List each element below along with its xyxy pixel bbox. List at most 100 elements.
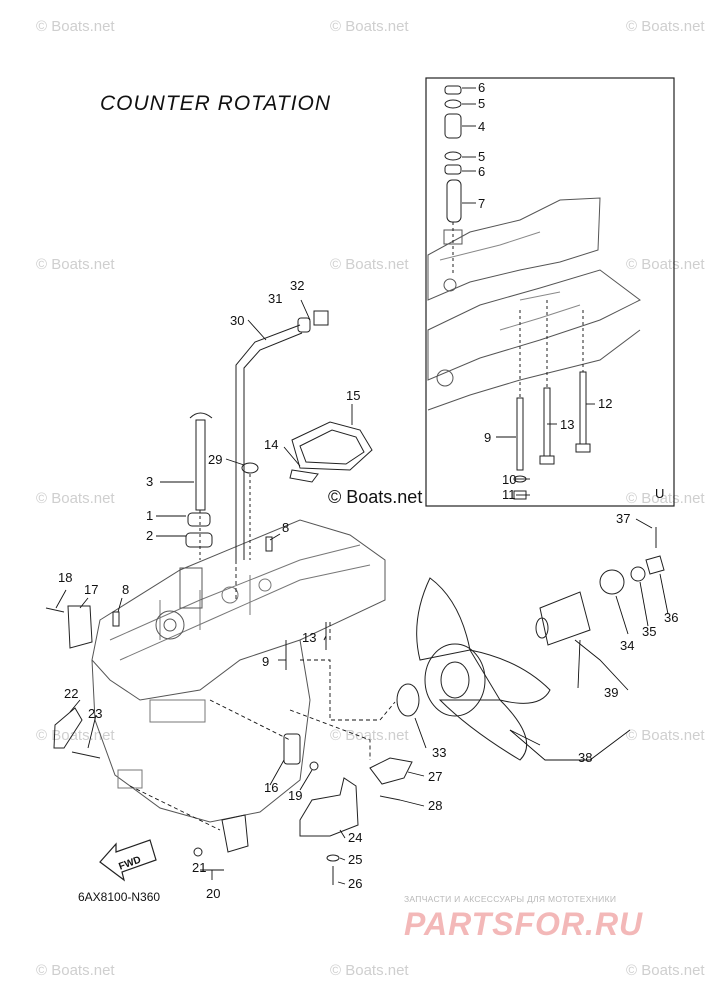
callout-23: 23 (88, 706, 102, 721)
callout-30: 30 (230, 313, 244, 328)
callout-38: 38 (578, 750, 592, 765)
callout-13: 13 (560, 417, 574, 432)
callout-26: 26 (348, 876, 362, 891)
part-1-grommet (187, 512, 211, 527)
part-20-plate (221, 814, 249, 853)
watermark: © Boats.net (36, 18, 115, 35)
fwd-label: FWD (117, 855, 142, 873)
callout-33: 33 (432, 745, 446, 760)
callout-27: 27 (428, 769, 442, 784)
watermark: © Boats.net (330, 727, 409, 744)
boats-net-stamp: © Boats.net (328, 487, 423, 507)
callout-29: 29 (208, 452, 222, 467)
callout-5: 5 (478, 149, 485, 164)
callout-8: 8 (122, 582, 129, 597)
part-4-bushing (444, 113, 462, 139)
callout-37: 37 (616, 511, 630, 526)
inset-label: U (655, 486, 664, 501)
part-8-dowel (112, 611, 120, 627)
fwd-arrow-icon (99, 839, 157, 882)
part-24-fin (299, 777, 359, 837)
part-29-grommet (241, 462, 259, 474)
callout-11: 11 (502, 487, 516, 502)
callout-24: 24 (348, 830, 362, 845)
lower-case-outline (91, 519, 386, 701)
brand-logo: PARTSFOR.RU (404, 906, 644, 942)
callout-35: 35 (642, 624, 656, 639)
part-9-stud (516, 397, 524, 471)
part-22-anode (53, 707, 83, 749)
part-8-dowel (265, 536, 273, 552)
part-6-cap (444, 85, 462, 95)
watermark: © Boats.net (626, 256, 705, 273)
callout-32: 32 (290, 278, 304, 293)
part-16-anode (283, 733, 301, 765)
part-11-nut (513, 490, 527, 500)
watermark: © Boats.net (36, 727, 115, 744)
watermark: © Boats.net (330, 18, 409, 35)
watermark: © Boats.net (626, 490, 705, 507)
part-14-seal (289, 469, 319, 483)
part-19-nut (309, 761, 319, 771)
watermark: © Boats.net (36, 962, 115, 979)
callout-10: 10 (502, 472, 516, 487)
callout-8: 8 (282, 520, 289, 535)
watermark: © Boats.net (626, 18, 705, 35)
callout-18: 18 (58, 570, 72, 585)
part-5-seal (444, 99, 462, 109)
callout-19: 19 (288, 788, 302, 803)
part-21-nut (193, 847, 203, 857)
part-31-sleeve (297, 317, 311, 333)
part-28-bolt (379, 795, 401, 801)
callout-34: 34 (620, 638, 634, 653)
part-38-propeller (416, 577, 551, 761)
callout-6: 6 (478, 164, 485, 179)
callout-5: 5 (478, 96, 485, 111)
callout-39: 39 (604, 685, 618, 700)
part-15-gasket (291, 421, 373, 471)
part-3-water-tube (195, 419, 206, 511)
inset-frame (425, 77, 675, 507)
part-7-sleeve (446, 179, 462, 223)
part-36-nut (645, 555, 665, 575)
callout-22: 22 (64, 686, 78, 701)
callout-9: 9 (262, 654, 269, 669)
watermark: © Boats.net (36, 490, 115, 507)
callout-4: 4 (478, 119, 485, 134)
callout-12: 12 (598, 396, 612, 411)
callout-36: 36 (664, 610, 678, 625)
diagram-title: COUNTER ROTATION (100, 92, 332, 115)
part-33-thrust-washer (396, 683, 420, 717)
part-35-washer (630, 566, 646, 582)
part-12-bolt (579, 371, 587, 445)
part-17-cover (67, 605, 93, 649)
diagram-code: 6AX8100-N360 (78, 890, 161, 904)
callout-16: 16 (264, 780, 278, 795)
callout-3: 3 (146, 474, 153, 489)
callout-25: 25 (348, 852, 362, 867)
watermark: © Boats.net (36, 256, 115, 273)
callout-13: 13 (302, 630, 316, 645)
watermark: © Boats.net (330, 256, 409, 273)
part-25-washer (326, 854, 340, 862)
part-6-cap (444, 164, 462, 175)
part-32-clip (313, 310, 329, 326)
callout-14: 14 (264, 437, 278, 452)
callout-7: 7 (478, 196, 485, 211)
part-5-seal (444, 151, 462, 161)
watermark: © Boats.net (330, 962, 409, 979)
callout-2: 2 (146, 528, 153, 543)
brand-tagline: ЗАПЧАСТИ И АКСЕССУАРЫ ДЛЯ МОТОТЕХНИКИ (404, 894, 617, 904)
part-39-bushing (539, 591, 591, 646)
watermark: © Boats.net (626, 727, 705, 744)
part-2-grommet (185, 532, 213, 548)
part-13-bolt (543, 387, 551, 457)
part-34-spacer (599, 569, 625, 595)
callout-9: 9 (484, 430, 491, 445)
callout-17: 17 (84, 582, 98, 597)
callout-6: 6 (478, 80, 485, 95)
callout-28: 28 (428, 798, 442, 813)
callout-31: 31 (268, 291, 282, 306)
part-27-trim-tab (369, 757, 413, 785)
